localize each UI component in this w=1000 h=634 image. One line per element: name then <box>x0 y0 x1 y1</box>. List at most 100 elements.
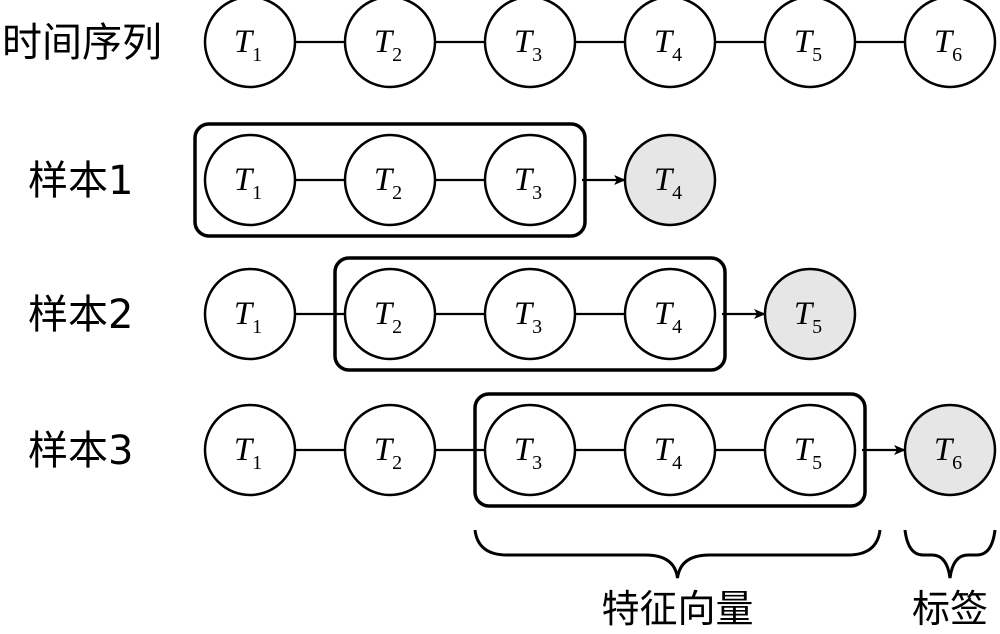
node-variable: T <box>374 432 395 468</box>
node-circle <box>623 403 717 497</box>
node-label: T6 <box>934 432 962 474</box>
node-circle <box>343 0 437 89</box>
node-variable: T <box>654 24 675 60</box>
row-label: 时间序列 <box>2 20 162 66</box>
node-label: T1 <box>234 162 262 204</box>
node-variable: T <box>934 24 955 60</box>
node-variable: T <box>934 432 955 468</box>
node-subscript: 5 <box>812 44 822 66</box>
feature-vector-brace: 特征向量 <box>473 529 882 631</box>
node-label: T4 <box>654 162 682 204</box>
node-t4: T4 <box>623 0 717 89</box>
node-subscript: 4 <box>672 316 682 338</box>
node-t5: T5 <box>763 403 857 497</box>
label-node-t5: T5 <box>763 267 857 361</box>
node-circle <box>343 267 437 361</box>
node-t2: T2 <box>343 403 437 497</box>
node-circle <box>903 0 997 89</box>
node-label: T2 <box>374 432 402 474</box>
node-t1: T1 <box>203 267 297 361</box>
node-circle <box>763 267 857 361</box>
node-circle <box>203 133 297 227</box>
node-label: T4 <box>654 24 682 66</box>
node-t3: T3 <box>483 403 577 497</box>
node-circle <box>343 403 437 497</box>
node-label: T5 <box>794 24 822 66</box>
node-label: T2 <box>374 162 402 204</box>
row-label: 样本1 <box>28 158 133 204</box>
node-subscript: 2 <box>392 316 402 338</box>
node-circle <box>623 0 717 89</box>
node-label: T4 <box>654 432 682 474</box>
node-variable: T <box>794 432 815 468</box>
node-t4: T4 <box>623 267 717 361</box>
node-subscript: 3 <box>532 452 542 474</box>
node-label: T1 <box>234 432 262 474</box>
node-t5: T5 <box>763 0 857 89</box>
node-subscript: 5 <box>812 316 822 338</box>
node-variable: T <box>374 162 395 198</box>
node-variable: T <box>654 432 675 468</box>
node-t3: T3 <box>483 267 577 361</box>
node-circle <box>203 0 297 89</box>
label-node-t4: T4 <box>623 133 717 227</box>
node-label: T3 <box>514 24 542 66</box>
node-subscript: 4 <box>672 452 682 474</box>
brace-path <box>903 529 997 579</box>
node-variable: T <box>234 162 255 198</box>
node-circle <box>343 133 437 227</box>
node-variable: T <box>514 432 535 468</box>
node-label: T2 <box>374 296 402 338</box>
node-subscript: 2 <box>392 44 402 66</box>
node-variable: T <box>654 296 675 332</box>
node-label: T3 <box>514 296 542 338</box>
node-t2: T2 <box>343 133 437 227</box>
node-t1: T1 <box>203 133 297 227</box>
row-label: 样本3 <box>28 428 133 474</box>
node-circle <box>623 133 717 227</box>
node-circle <box>483 403 577 497</box>
node-subscript: 1 <box>252 182 262 204</box>
node-circle <box>623 267 717 361</box>
node-variable: T <box>794 296 815 332</box>
node-variable: T <box>514 24 535 60</box>
node-variable: T <box>374 296 395 332</box>
row-label: 样本2 <box>28 292 133 338</box>
node-t2: T2 <box>343 267 437 361</box>
brace-label: 标签 <box>912 587 988 631</box>
node-t1: T1 <box>203 0 297 89</box>
node-variable: T <box>794 24 815 60</box>
node-circle <box>483 133 577 227</box>
node-label: T5 <box>794 296 822 338</box>
label-brace: 标签 <box>903 529 997 631</box>
node-subscript: 4 <box>672 182 682 204</box>
node-subscript: 1 <box>252 44 262 66</box>
node-variable: T <box>654 162 675 198</box>
node-subscript: 4 <box>672 44 682 66</box>
node-t3: T3 <box>483 0 577 89</box>
node-subscript: 3 <box>532 182 542 204</box>
node-label: T5 <box>794 432 822 474</box>
node-label: T3 <box>514 162 542 204</box>
node-circle <box>483 0 577 89</box>
node-subscript: 6 <box>952 452 962 474</box>
node-t1: T1 <box>203 403 297 497</box>
node-t3: T3 <box>483 133 577 227</box>
node-variable: T <box>514 162 535 198</box>
node-variable: T <box>234 24 255 60</box>
node-t2: T2 <box>343 0 437 89</box>
node-label: T1 <box>234 24 262 66</box>
node-circle <box>483 267 577 361</box>
node-label: T4 <box>654 296 682 338</box>
node-circle <box>763 0 857 89</box>
brace-path <box>473 529 882 579</box>
node-circle <box>203 267 297 361</box>
node-circle <box>203 403 297 497</box>
node-subscript: 5 <box>812 452 822 474</box>
node-subscript: 2 <box>392 452 402 474</box>
